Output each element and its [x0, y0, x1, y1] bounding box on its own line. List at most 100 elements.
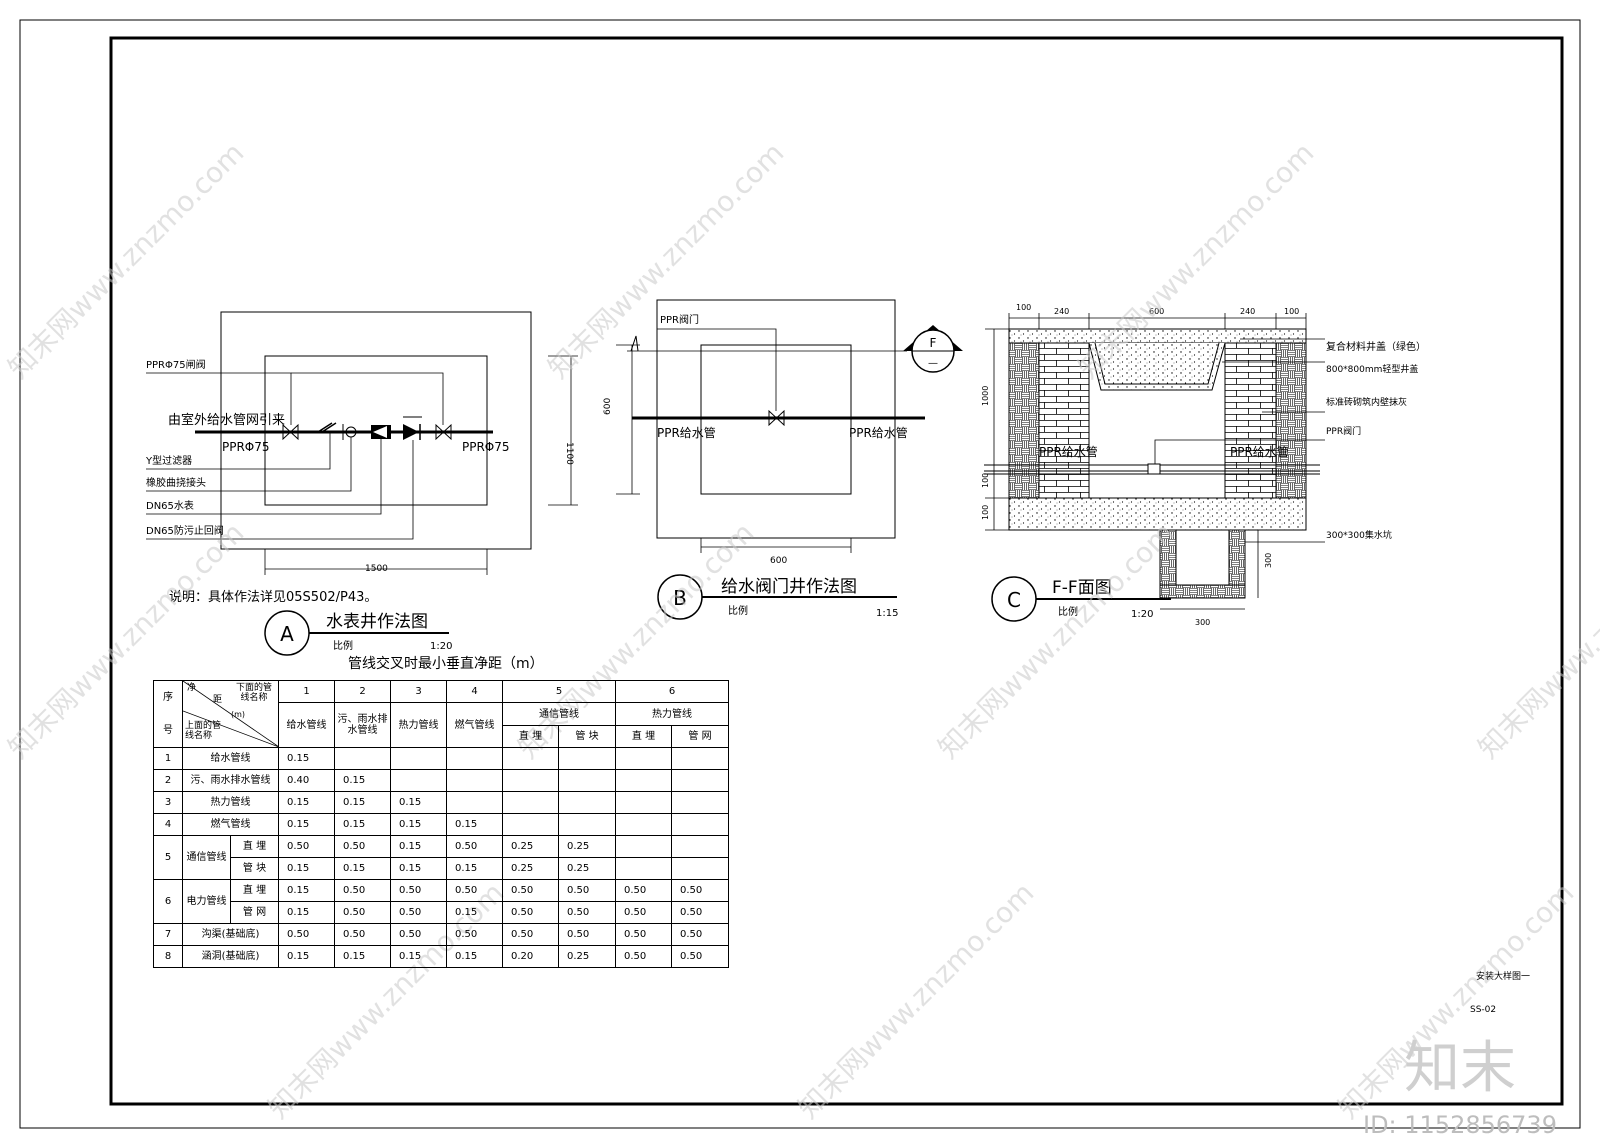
label-rubber-joint: 橡胶曲挠接头	[146, 476, 206, 489]
table-cell: 0.15	[390, 835, 447, 858]
table-cell: 0.50	[615, 923, 672, 946]
label-water-meter: DN65水表	[146, 499, 194, 512]
section-mark-top: F	[930, 336, 937, 350]
table-cell	[334, 747, 391, 770]
table-cell	[558, 813, 616, 836]
table-cell	[390, 769, 447, 792]
label-pipe-right-b: PPR给水管	[849, 425, 908, 440]
table-cell: 0.25	[558, 857, 616, 880]
table-cell	[558, 791, 616, 814]
table-cell	[615, 747, 672, 770]
figure-b-title: 给水阀门井作法图	[721, 577, 857, 597]
table-cell	[446, 769, 503, 792]
table-cell: 0.15	[334, 769, 391, 792]
sub-network: 管 网	[671, 725, 729, 748]
sub-duct: 管 块	[558, 725, 616, 748]
watermark-logo: 知末	[1404, 1036, 1516, 1101]
figure-c-scale-label: 比例	[1058, 605, 1078, 618]
row-pipe-name: 热力管线	[182, 791, 279, 814]
table-header-row-3: 直 埋 管 块 直 埋 管 网	[154, 725, 729, 748]
table-cell: 0.15	[278, 813, 335, 836]
table-cell: 0.50	[334, 901, 391, 924]
table-cell	[502, 769, 559, 792]
table-cell: 0.25	[502, 835, 559, 858]
table-cell: 0.15	[390, 813, 447, 836]
table-cell: 0.15	[390, 945, 447, 968]
table-cell: 0.50	[671, 945, 729, 968]
label-valve-b: PPR阀门	[660, 313, 699, 326]
table-cell	[558, 747, 616, 770]
row-seq: 2	[153, 769, 183, 792]
row-seq: 7	[153, 923, 183, 946]
dim-c-top-3: 600	[1149, 307, 1164, 316]
row-seq: 5	[153, 835, 183, 880]
table-cell: 0.15	[334, 857, 391, 880]
row-sub-type: 管 块	[230, 857, 279, 880]
table-cell: 0.50	[390, 901, 447, 924]
row-pipe-name: 沟渠(基础底)	[182, 923, 279, 946]
table-header-row-2: 给水管线 污、雨水排水管线 热力管线 燃气管线 通信管线 热力管线	[154, 702, 729, 748]
header-ju: 距	[213, 695, 223, 705]
header-lower-pipe: 下面的管线名称	[235, 683, 272, 703]
table-cell: 0.15	[278, 747, 335, 770]
dim-height-a: 1100	[564, 442, 574, 465]
figure-c-title: F-F面图	[1052, 578, 1112, 598]
table-cell	[615, 857, 672, 880]
table-cell: 0.50	[446, 923, 503, 946]
note-a: 说明：具体作法详见05S502/P43。	[169, 590, 377, 605]
table-cell	[671, 835, 729, 858]
table-cell	[615, 835, 672, 858]
label-backflow-valve: DN65防污止回阀	[146, 524, 224, 537]
svg-text:知末网www.znzmo.com: 知末网www.znzmo.com	[542, 136, 791, 385]
table-cell	[502, 791, 559, 814]
table-cell: 0.25	[558, 835, 616, 858]
row-sub-type: 直 埋	[230, 879, 279, 902]
table-cell	[390, 747, 447, 770]
figure-b-scale-label: 比例	[728, 604, 748, 617]
col-num-4: 4	[446, 680, 503, 703]
table-cell	[446, 747, 503, 770]
table-header-row-1: 序号 下面的管线名称 净 距 (m) 上面的管线名称 1 2 3 4 5 6	[153, 680, 729, 748]
row-pipe-name: 给水管线	[182, 747, 279, 770]
table-cell: 0.15	[278, 791, 335, 814]
dim-width-b: 600	[770, 556, 787, 566]
figure-a-title: 水表井作法图	[326, 612, 428, 632]
dim-c-top-2: 240	[1054, 307, 1069, 316]
table-cell: 0.20	[502, 945, 559, 968]
sub-direct-2: 直 埋	[615, 725, 672, 748]
header-jing: 净	[187, 683, 197, 693]
dim-c-left-3: 100	[981, 505, 990, 520]
dim-c-left-1: 1000	[981, 386, 990, 406]
label-pipe-left-c: PPR给水管	[1039, 444, 1098, 459]
table-cell: 0.50	[502, 901, 559, 924]
row-pipe-name: 污、雨水排水管线	[182, 769, 279, 792]
label-sump: 300*300集水坑	[1326, 529, 1392, 541]
table-cell: 0.15	[278, 901, 335, 924]
section-mark-bottom: —	[928, 358, 938, 369]
label-wall: 标准砖砌筑内壁抹灰	[1326, 396, 1407, 408]
table-cell	[615, 791, 672, 814]
table-cell	[446, 791, 503, 814]
table-cell: 0.15	[334, 791, 391, 814]
row-seq: 1	[153, 747, 183, 770]
dim-sump-width: 300	[1195, 618, 1210, 627]
row-seq: 3	[153, 791, 183, 814]
header-unit: (m)	[231, 710, 246, 719]
table-cell: 0.50	[390, 879, 447, 902]
table-cell: 0.15	[278, 945, 335, 968]
table-cell: 0.15	[334, 945, 391, 968]
table-cell: 0.15	[278, 857, 335, 880]
figure-c-letter: C	[1007, 588, 1021, 612]
table-cell: 0.15	[446, 813, 503, 836]
figure-c-scale: 1:20	[1131, 609, 1153, 620]
diagonal-lines	[183, 681, 279, 747]
table-cell: 0.50	[446, 835, 503, 858]
